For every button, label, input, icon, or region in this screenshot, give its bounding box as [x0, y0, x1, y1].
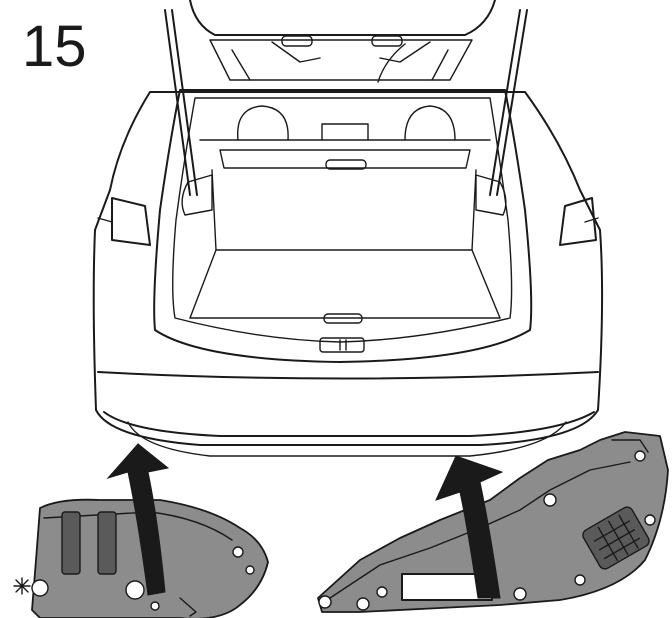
left-panel-hole-2 [125, 580, 145, 600]
luggage-cover [219, 149, 471, 169]
tailgate-cable [377, 43, 406, 83]
tailgate-latch-left [281, 35, 313, 47]
right-panel-hole-4 [513, 587, 527, 601]
right-trim-panel [317, 431, 669, 613]
tail-light-details [97, 217, 599, 223]
left-panel-slot-1 [61, 511, 81, 575]
car-body [92, 91, 604, 446]
right-panel-hole-7 [644, 514, 656, 526]
clip-star-mark [13, 577, 31, 595]
tailgate-straps [271, 41, 431, 63]
side-pocket-right [475, 174, 507, 216]
boot-floor-edges [189, 249, 501, 319]
bumper-top-line [97, 371, 599, 380]
grille-mesh [593, 514, 641, 562]
left-panel-slot-2 [97, 511, 117, 575]
left-panel-hole-1 [31, 579, 49, 597]
right-panel-clip [611, 439, 649, 453]
tailgate-edge [189, 0, 496, 36]
left-panel-hole-5 [245, 565, 255, 575]
headrest-center [321, 123, 369, 141]
right-panel-hole-3 [376, 586, 388, 598]
tail-light-right [559, 197, 597, 246]
bumper-bottom [127, 421, 567, 457]
side-pocket-left [181, 174, 213, 216]
latch-slot [339, 339, 347, 351]
curved-arrow-left [106, 443, 170, 596]
headrest-left [237, 105, 289, 141]
floor-handle [323, 313, 363, 324]
car-rear-outline [92, 0, 604, 457]
right-gas-strut-edge [496, 9, 528, 196]
tailgate-latch-right [371, 35, 403, 47]
right-panel-grille [582, 506, 650, 570]
right-panel-hole-5 [543, 493, 557, 507]
boot-back-wall [211, 169, 477, 251]
headrest-right [404, 105, 456, 141]
boot-opening-inner [172, 97, 513, 343]
left-panel-tab [179, 597, 197, 617]
tailgate-inner-panel [209, 39, 473, 81]
boot-latch [319, 337, 365, 353]
curved-arrow-right [435, 455, 504, 599]
right-gas-strut [489, 9, 521, 196]
left-panel-hole-3 [232, 546, 244, 558]
right-panel-hole-8 [574, 574, 586, 586]
bumper-lower-line [103, 411, 595, 437]
left-gas-strut-edge [171, 9, 198, 196]
left-panel-hole-4 [150, 601, 160, 611]
step-number: 15 [22, 14, 87, 79]
right-panel-hole-1 [318, 595, 332, 609]
boot-opening-frame [153, 89, 533, 363]
right-panel-hole-2 [356, 597, 370, 611]
cover-handle [325, 159, 367, 170]
tail-light-left [111, 197, 151, 246]
right-panel-hole-6 [634, 450, 646, 462]
right-panel-ridge [329, 461, 631, 599]
tailgate-hinges [231, 49, 449, 81]
